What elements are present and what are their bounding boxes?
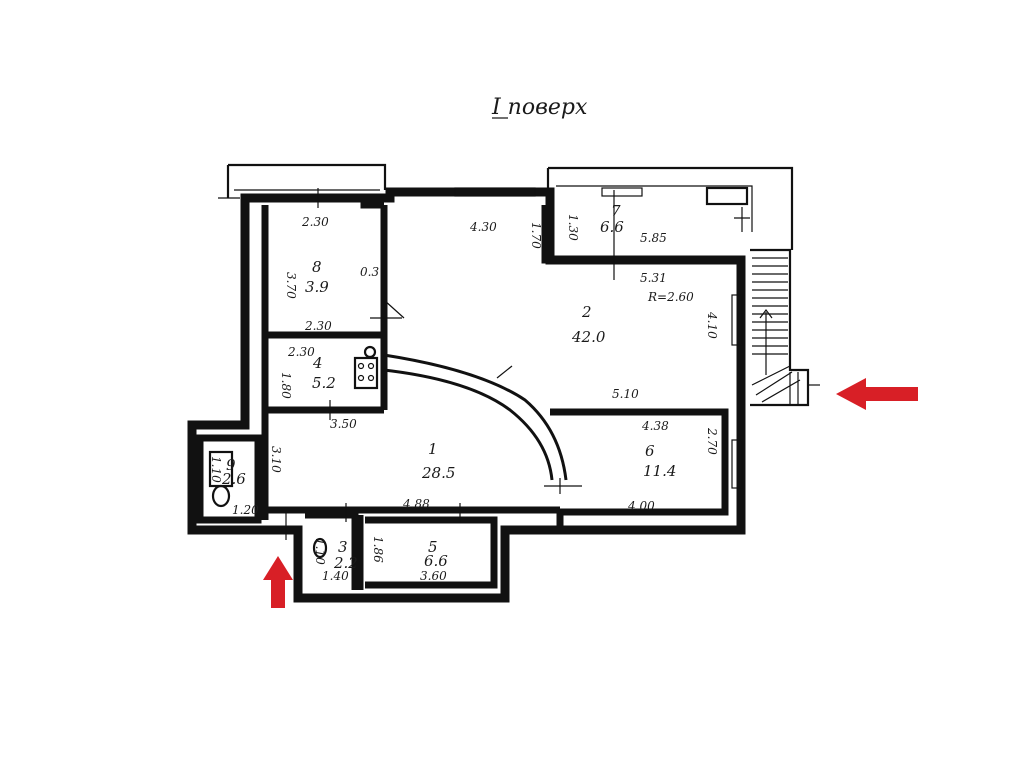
room-3-area: 2.2 (333, 554, 358, 572)
dim-r5-bottom: 3.60 (420, 569, 447, 583)
room-2-area: 42.0 (571, 328, 606, 346)
dim-r8-top: 2.30 (301, 215, 329, 229)
dim-r4-top: 2.30 (287, 345, 315, 359)
dimension-labels: 2.30 3.70 0.3 2.30 2.30 1.80 3.50 4.30 1… (209, 214, 719, 583)
room-2-number: 2 (581, 303, 592, 321)
dim-r3-left: 1.10 (313, 538, 327, 565)
dim-r6-bottom: 4.00 (627, 499, 655, 513)
room-6-number: 6 (645, 442, 655, 460)
dim-r1-left: 3.10 (269, 446, 283, 473)
balcony-right (546, 166, 794, 250)
room-5-number: 5 (428, 538, 438, 556)
room-8-area: 3.9 (305, 278, 329, 296)
dim-r9-left: 1.10 (209, 456, 223, 483)
room-9-area: 2.6 (221, 470, 246, 488)
balcony-left (218, 163, 387, 199)
tick-marks (285, 188, 615, 540)
dim-r2-notch: 1.70 (529, 222, 543, 249)
windows (454, 187, 743, 489)
room-8-number: 8 (312, 258, 322, 276)
dim-r6-right: 2.70 (705, 427, 719, 455)
stove-fixture (353, 345, 379, 390)
room-3-number: 3 (338, 538, 348, 556)
interior-walls (196, 198, 742, 590)
room-labels: 8 3.9 4 5.2 2 42.0 7 6.6 6 11.4 1 28.5 9… (221, 202, 676, 572)
dim-r4-bottom: 3.50 (330, 417, 357, 431)
dim-r2-side: 4.10 (705, 311, 719, 339)
room-4-area: 5.2 (312, 374, 336, 392)
room-1-number: 1 (428, 440, 438, 458)
sink-fixture (312, 537, 328, 559)
dim-r7-bottom: 5.85 (640, 231, 667, 245)
toilet-fixture (208, 450, 234, 508)
room-9-number: 9 (226, 456, 236, 474)
staircase (750, 248, 820, 407)
dim-r2-right: 5.31 (640, 271, 667, 285)
dim-r9-bottom: 1.20 (232, 503, 259, 517)
balcony-box (705, 186, 749, 206)
dim-r3-bottom: 1.40 (322, 569, 349, 583)
dim-r8-bottom: 2.30 (304, 319, 332, 333)
curved-partition (383, 353, 582, 494)
dim-r1-bottom: 4.88 (402, 497, 430, 511)
dim-r8-right: 0.3 (360, 265, 379, 279)
dim-r2-top: 4.30 (469, 220, 497, 234)
room-5-area: 6.6 (424, 552, 448, 570)
dim-r5-left: 1.86 (371, 536, 385, 563)
dim-r7-left: 1.30 (566, 214, 580, 241)
arrow-up-icon (263, 556, 293, 608)
room-7-number: 7 (611, 202, 621, 220)
exterior-wall (187, 187, 746, 603)
dim-r6-top: 4.38 (641, 419, 669, 433)
dim-r2-radius: R=2.60 (647, 290, 694, 304)
room-1-area: 28.5 (421, 464, 455, 482)
floor-title: I поверх (491, 95, 588, 120)
room-6-area: 11.4 (643, 462, 676, 480)
room-7-area: 6.6 (600, 218, 624, 236)
dim-r8-left: 3.70 (284, 272, 298, 299)
arrow-left-icon (836, 378, 918, 410)
room-4-number: 4 (312, 354, 323, 372)
dim-r2-bottom: 5.10 (612, 387, 639, 401)
dim-r4-left: 1.80 (279, 372, 293, 399)
